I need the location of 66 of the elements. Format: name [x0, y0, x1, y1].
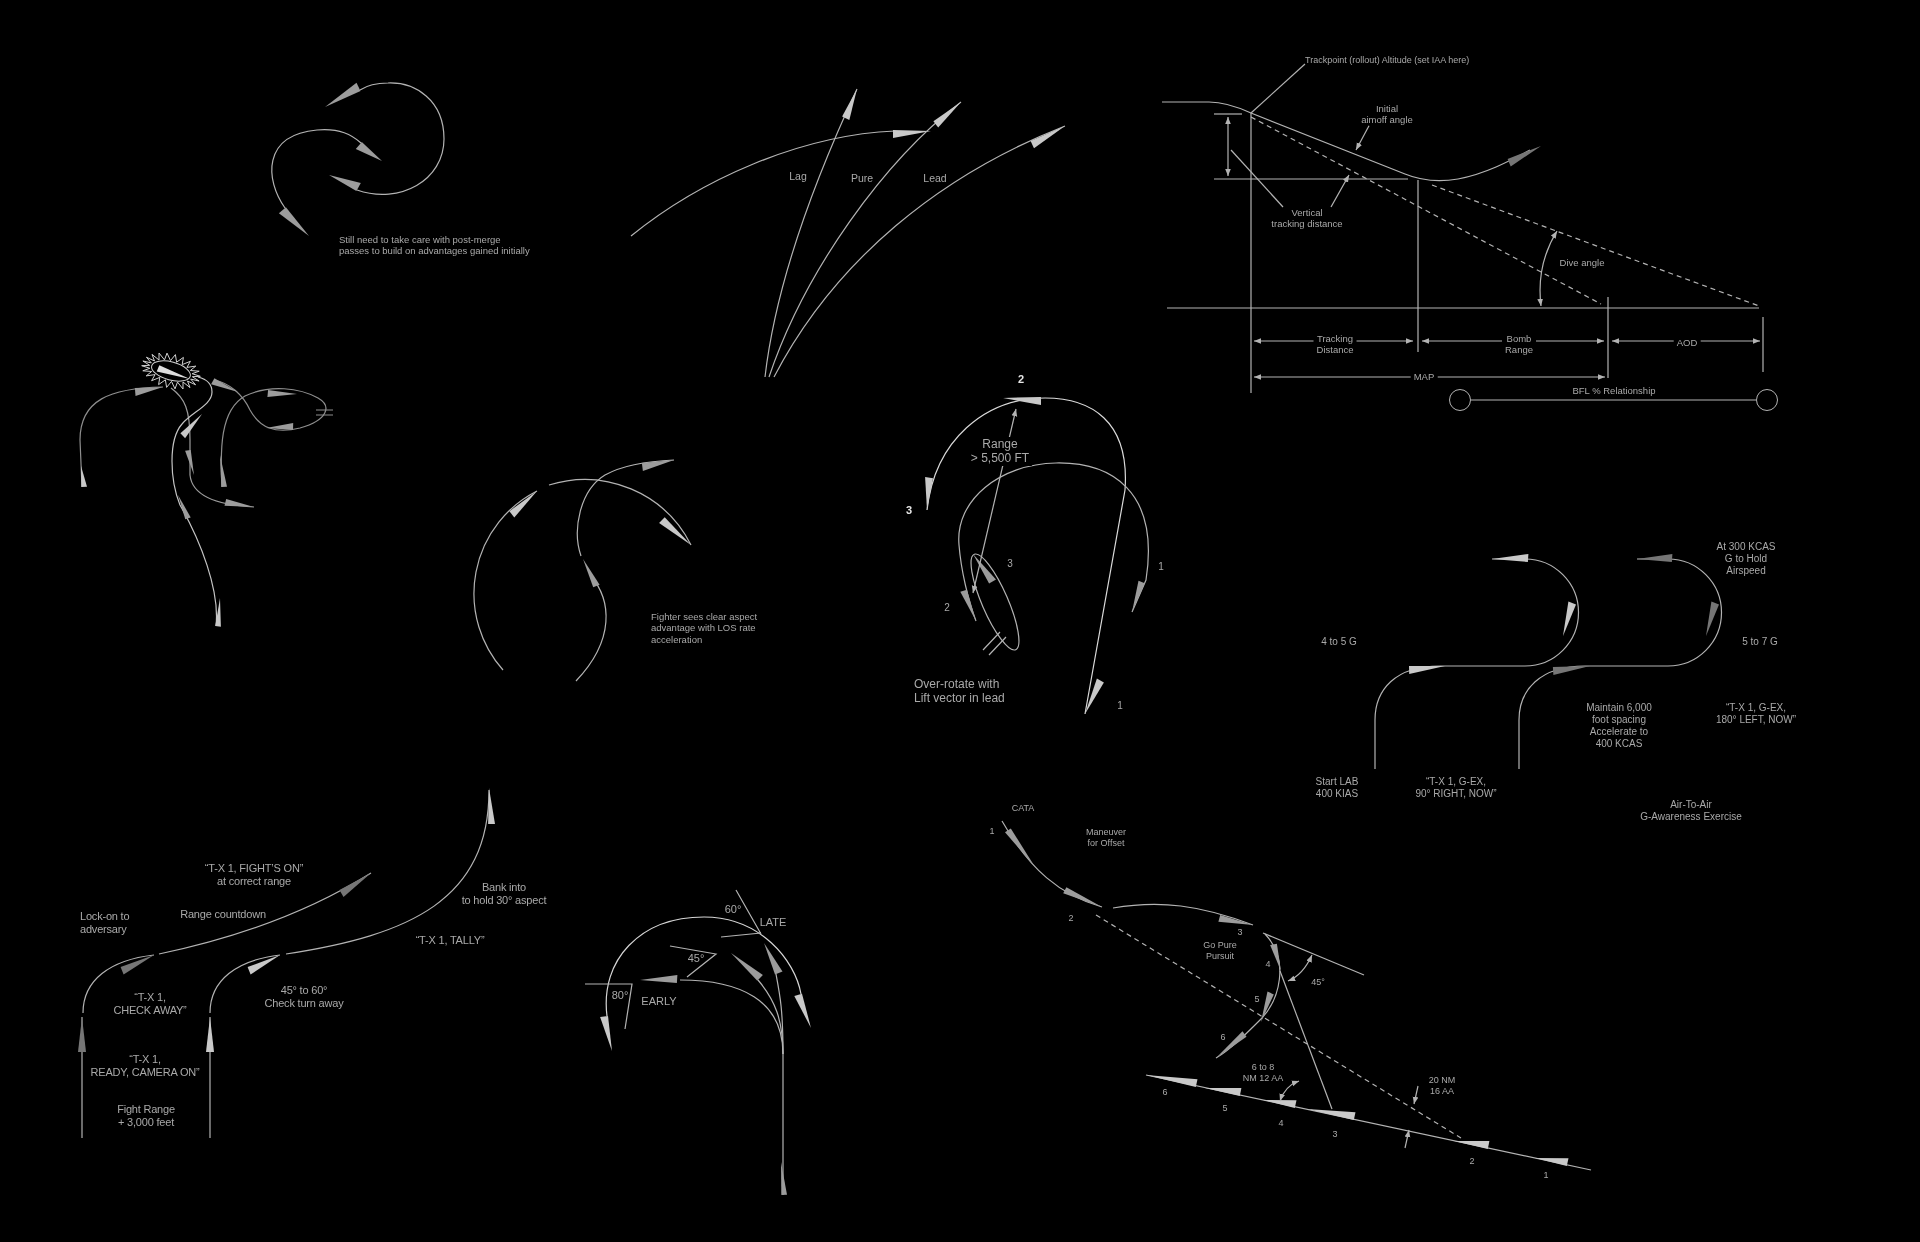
- position-number: 6: [1162, 1087, 1168, 1098]
- position-number: 5: [1254, 994, 1260, 1005]
- timing-label: EARLY: [641, 995, 677, 1009]
- angle-label: 45°: [1311, 977, 1325, 988]
- angle-label: 45°: [687, 952, 705, 966]
- position-number: 4: [1278, 1118, 1284, 1129]
- timing-label: LATE: [759, 916, 787, 930]
- note-text: Over-rotate with Lift vector in lead: [914, 677, 1005, 706]
- position-number: 1: [989, 826, 995, 837]
- radio-call-text: “T-X 1, READY, CAMERA ON”: [90, 1053, 200, 1079]
- note-text: Fight Range + 3,000 feet: [117, 1103, 175, 1129]
- note-text: Go Pure Pursuit: [1203, 940, 1237, 962]
- note-text: Lock-on to adversary: [80, 910, 130, 936]
- radio-call-text: “T-X 1, G-EX, 90° RIGHT, NOW”: [1415, 776, 1497, 800]
- position-number: 1: [1158, 561, 1164, 573]
- curve-label: Lead: [923, 172, 947, 185]
- note-text: Start LAB 400 KIAS: [1315, 776, 1359, 800]
- callout-label: Initial aimoff angle: [1361, 103, 1413, 126]
- leader-line: [1250, 63, 1306, 114]
- curve-label: Lag: [789, 170, 807, 183]
- callout-label: Trackpoint (rollout) Altitude (set IAA here): [1305, 55, 1470, 66]
- dimension-label: 6 to 8 NM 12 AA: [1242, 1062, 1284, 1084]
- note-text: Fighter sees clear aspect advantage with LOS rate acceleration: [651, 611, 758, 646]
- angle-label: 60°: [724, 903, 742, 917]
- position-number: 3: [1332, 1129, 1338, 1140]
- radio-call-text: “T-X 1, TALLY”: [415, 934, 485, 947]
- note-text: Maintain 6,000 foot spacing Accelerate to 400 KCAS: [1586, 702, 1652, 750]
- position-number: 1: [1543, 1170, 1549, 1181]
- radio-call-text: “T-X 1, FIGHT’S ON” at correct range: [204, 862, 304, 888]
- position-number: 2: [1469, 1156, 1475, 1167]
- curve-label: Pure: [850, 172, 874, 185]
- callout-label: Vertical tracking distance: [1271, 207, 1343, 230]
- angle-label: Dive angle: [1559, 257, 1605, 269]
- note-text: CATA: [1011, 803, 1035, 814]
- angle-label: 80°: [611, 989, 629, 1003]
- position-number: 2: [1068, 913, 1074, 924]
- radio-call-text: “T-X 1, G-EX, 180° LEFT, NOW”: [1715, 702, 1797, 726]
- dimension-label: Bomb Range: [1502, 333, 1536, 356]
- dimension-label: 20 NM 16 AA: [1428, 1075, 1456, 1097]
- position-number: 3: [1007, 558, 1013, 570]
- note-text: 45° to 60° Check turn away: [264, 984, 344, 1010]
- leader-arrow: [1330, 174, 1350, 208]
- note-text: Bank into to hold 30° aspect: [461, 881, 547, 907]
- note-text: Maneuver for Offset: [1086, 827, 1126, 849]
- note-text: Still need to take care with post-merge passes to build on advantages gained initially: [339, 234, 530, 257]
- edge-label: BFL % Relationship: [1572, 385, 1656, 397]
- radio-call-text: “T-X 1, CHECK AWAY”: [113, 991, 187, 1017]
- dimension-label: AOD: [1673, 337, 1701, 349]
- g-load-label: 5 to 7 G: [1742, 636, 1778, 648]
- note-text: Range countdown: [180, 908, 266, 921]
- position-number: 2: [944, 602, 950, 614]
- dimension-label: Tracking Distance: [1313, 333, 1357, 356]
- position-number: 5: [1222, 1103, 1228, 1114]
- g-load-label: 4 to 5 G: [1321, 636, 1357, 648]
- note-text: At 300 KCAS G to Hold Airspeed: [1716, 541, 1776, 577]
- diagram-caption: Air-To-Air G-Awareness Exercise: [1640, 799, 1742, 823]
- position-number: 1: [1117, 700, 1123, 712]
- connector-line: [1470, 399, 1757, 401]
- leader-arrow: [1355, 125, 1370, 151]
- leader-line: [1230, 149, 1284, 208]
- dimension-label: MAP: [1410, 371, 1438, 383]
- position-number: 2: [1017, 373, 1025, 387]
- position-number: 3: [905, 504, 913, 518]
- position-number: 4: [1265, 959, 1271, 970]
- position-number: 3: [1237, 927, 1243, 938]
- position-number: 6: [1220, 1032, 1226, 1043]
